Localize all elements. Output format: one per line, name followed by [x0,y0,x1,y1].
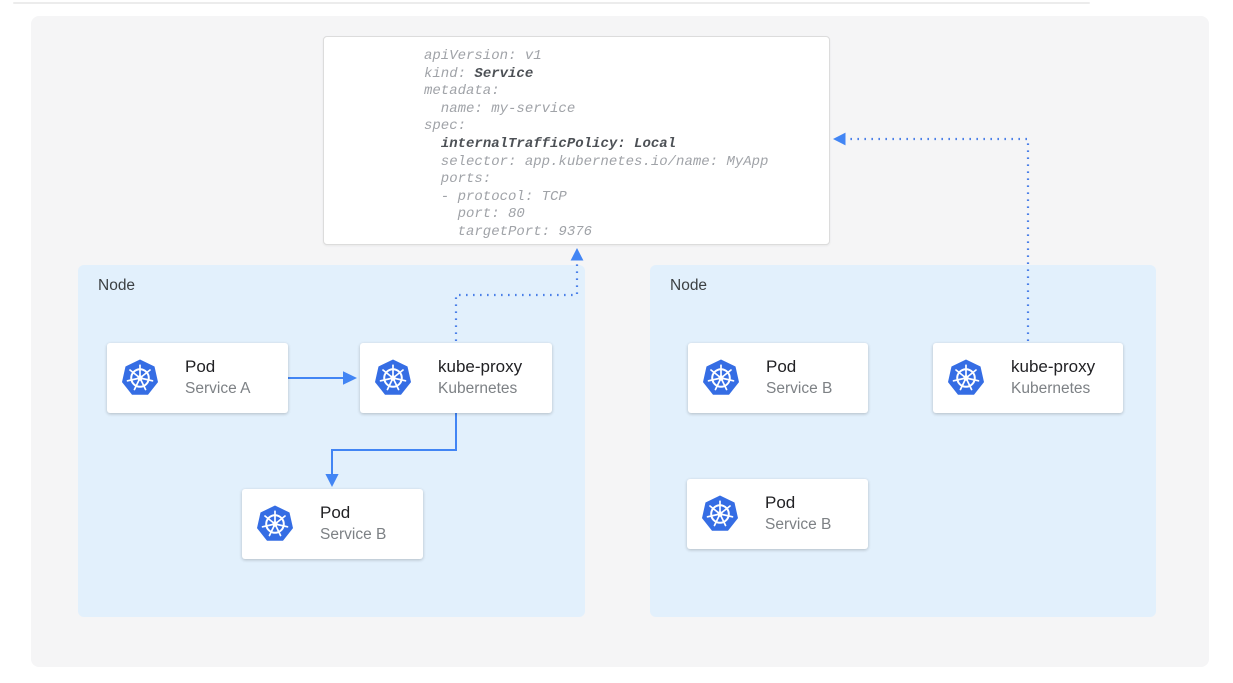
card-subtitle: Service B [320,526,387,544]
card-text: Pod Service B [766,356,832,399]
yaml-line: name: my-service [424,100,576,117]
card-subtitle: Kubernetes [1011,380,1091,398]
kubernetes-icon [702,358,740,396]
node-label: Node [670,277,708,294]
card-title: Pod [765,493,796,513]
card-subtitle: Service B [765,516,832,534]
node-label: Node [98,277,136,294]
yaml-code-block: apiVersion: v1 kind: Service metadata: n… [324,37,829,242]
yaml-line: targetPort: 9376 [424,223,593,240]
card-title: Pod [320,503,351,523]
card-title: Pod [766,357,797,377]
card-subtitle: Service B [766,380,833,398]
kubernetes-icon [121,358,159,396]
yaml-line: kind: Service [424,65,534,82]
card-text: Pod Service B [320,502,386,545]
kubernetes-icon [701,494,739,532]
yaml-line: metadata: [424,83,500,100]
card-pod-service-b-right-top: Pod Service B [688,343,868,413]
card-kube-proxy-right: kube-proxy Kubernetes [933,343,1123,413]
card-pod-service-a: Pod Service A [107,343,288,413]
card-text: kube-proxy Kubernetes [1011,356,1095,399]
node-box-right: Node [650,265,1156,617]
yaml-line: apiVersion: v1 [424,48,542,64]
yaml-line: port: 80 [424,206,525,223]
card-subtitle: Service A [185,380,251,398]
yaml-line: spec: [424,118,467,135]
kubernetes-icon [256,504,294,542]
yaml-line: - protocol: TCP [424,188,567,205]
card-text: Pod Service B [765,492,831,535]
card-title: Pod [185,357,216,377]
card-pod-service-b-left: Pod Service B [242,489,423,559]
yaml-manifest-card: apiVersion: v1 kind: Service metadata: n… [323,36,830,245]
kubernetes-icon [374,358,412,396]
page-top-divider [13,2,1090,4]
card-subtitle: Kubernetes [438,380,518,398]
card-text: kube-proxy Kubernetes [438,356,522,399]
card-text: Pod Service A [185,356,250,399]
card-title: kube-proxy [438,357,523,377]
yaml-line: selector: app.kubernetes.io/name: MyApp [424,153,769,170]
yaml-line: ports: [424,171,492,188]
kubernetes-icon [947,358,985,396]
card-pod-service-b-right-bottom: Pod Service B [687,479,868,549]
card-title: kube-proxy [1011,357,1096,377]
node-box-left: Node [78,265,585,617]
card-kube-proxy-left: kube-proxy Kubernetes [360,343,552,413]
yaml-line-internal-traffic-policy: internalTrafficPolicy: Local [440,135,677,152]
